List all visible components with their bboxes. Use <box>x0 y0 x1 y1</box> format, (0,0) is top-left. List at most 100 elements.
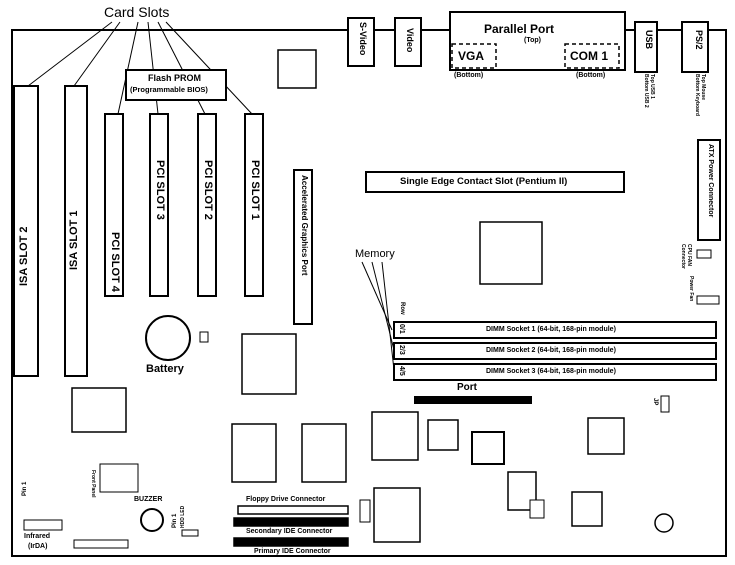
chip-right-1 <box>587 417 625 455</box>
chip-center-2 <box>427 419 459 451</box>
isa-slot-1-label: ISA SLOT 1 <box>68 210 80 271</box>
slot1-edge-connector <box>365 171 625 193</box>
ps2-side-1-label: Top Mouse <box>700 74 706 101</box>
agp-label: Accelerated Graphics Port <box>300 175 309 276</box>
pci-slot-1-label: PCI SLOT 1 <box>249 160 261 220</box>
flash-prom-label-2: (Programmable BIOS) <box>130 85 208 94</box>
atx-power-connector <box>697 139 721 241</box>
cpu-area-chip <box>479 221 543 285</box>
pci-slot-2 <box>197 113 217 297</box>
front-panel-label: Front Panel <box>90 470 96 498</box>
front-panel-header <box>99 463 139 493</box>
dimm-socket-1-label: DIMM Socket 1 (64-bit, 168-pin module) <box>486 326 616 333</box>
jumper-right <box>660 395 670 413</box>
isa-slot-2 <box>13 85 39 377</box>
row-label: Row <box>399 302 405 315</box>
bottom-header <box>73 539 129 549</box>
usb-side-2-label: Bottom USB 2 <box>643 74 649 108</box>
pci-slot-1 <box>244 113 264 297</box>
ps2-side-2-label: Bottom Keyboard <box>694 74 700 116</box>
infrared-header <box>23 519 63 531</box>
cpu-fan-sub-label: Connector <box>680 244 686 269</box>
com1-bottom-label: (Bottom) <box>576 72 606 79</box>
chip-left-3 <box>301 423 347 483</box>
parallel-port-label: Parallel Port <box>484 22 555 36</box>
flash-prom <box>125 69 227 101</box>
dimm-socket-2 <box>393 342 717 360</box>
power-fan-label: Power Fan <box>688 276 694 302</box>
hdd-led-header <box>181 529 199 537</box>
primary-ide-label: Primary IDE Connector <box>254 548 331 555</box>
pci-slot-3-label: PCI SLOT 3 <box>154 160 166 220</box>
slot1-label: Single Edge Contact Slot (Pentium II) <box>400 176 568 187</box>
isa-slot-1 <box>64 85 88 377</box>
chip-bottom-5 <box>359 499 371 523</box>
isa-slot-2-label: ISA SLOT 2 <box>18 226 30 287</box>
memory-label: Memory <box>355 248 395 260</box>
flash-prom-label-1: Flash PROM <box>148 73 202 83</box>
port-label: Port <box>457 382 477 393</box>
chip-center-3 <box>471 431 505 465</box>
ps2-connector <box>681 21 709 73</box>
dimm-socket-3 <box>393 363 717 381</box>
card-slots-label: Card Slots <box>104 4 170 20</box>
svideo-label: S-Video <box>358 22 368 56</box>
agp-slot <box>293 169 313 325</box>
chip-bottom-3 <box>571 491 603 527</box>
battery-label: Battery <box>146 363 184 375</box>
usb-label: USB <box>644 30 654 50</box>
chipset-north <box>241 333 297 395</box>
pin1-left-label: Pin 1 <box>22 481 28 496</box>
pin1-right-label: Pin 1 <box>172 513 178 528</box>
primary-ide-connector <box>233 537 349 547</box>
dimm-socket-1 <box>393 321 717 339</box>
buzzer-label: BUZZER <box>134 496 163 503</box>
row-01-label: 0/1 <box>398 324 405 334</box>
infrared-sub-label: (IrDA) <box>28 543 48 550</box>
dimm-socket-2-label: DIMM Socket 2 (64-bit, 168-pin module) <box>486 347 616 354</box>
cpu-fan-connector <box>696 249 712 259</box>
video-label: Video <box>405 28 415 53</box>
jp-label: JP <box>652 398 658 406</box>
chip-bottom-1 <box>373 487 421 543</box>
chip-left-2 <box>231 423 277 483</box>
buzzer <box>140 508 164 532</box>
com1-label: COM 1 <box>570 49 609 63</box>
usb-connector <box>634 21 658 73</box>
memory-leaders <box>361 261 395 371</box>
cpu-fan-label: CPU FAN <box>686 244 692 266</box>
chip-bottom-4 <box>529 499 545 519</box>
pci-slot-4-label: PCI SLOT 4 <box>109 232 121 292</box>
dimm-socket-3-label: DIMM Socket 3 (64-bit, 168-pin module) <box>486 368 616 375</box>
floppy-connector <box>237 505 349 515</box>
com1-connector <box>564 43 620 69</box>
parallel-top-label: (Top) <box>524 37 541 44</box>
secondary-ide-connector <box>233 517 349 527</box>
usb-side-1-label: Top USB 1 <box>649 74 655 99</box>
hdd-led-label: HDD LED <box>180 505 186 528</box>
floppy-label: Floppy Drive Connector <box>246 496 326 503</box>
chip-center-1 <box>371 411 419 461</box>
row-45-label: 4/5 <box>398 366 405 376</box>
video-connector <box>394 17 422 67</box>
chip-left-1 <box>71 387 127 433</box>
pci-slot-2-label: PCI SLOT 2 <box>202 160 214 220</box>
vga-label: VGA <box>458 49 485 63</box>
vga-bottom-label: (Bottom) <box>454 72 484 79</box>
infrared-label: Infrared <box>24 533 51 540</box>
svideo-connector <box>347 17 375 67</box>
row-23-label: 2/3 <box>398 345 405 355</box>
atx-power-label: ATX Power Connector <box>707 144 714 218</box>
battery <box>145 315 191 361</box>
pci-slot-3 <box>149 113 169 297</box>
secondary-ide-label: Secondary IDE Connector <box>246 528 333 535</box>
chip-bios-area <box>277 49 317 89</box>
battery-clip <box>199 331 209 343</box>
pci-slot-4 <box>104 113 124 297</box>
ps2-label: PS/2 <box>694 30 704 50</box>
power-fan-connector <box>696 295 720 305</box>
vga-connector <box>451 43 497 69</box>
port-header <box>414 396 532 404</box>
round-component <box>654 513 674 533</box>
